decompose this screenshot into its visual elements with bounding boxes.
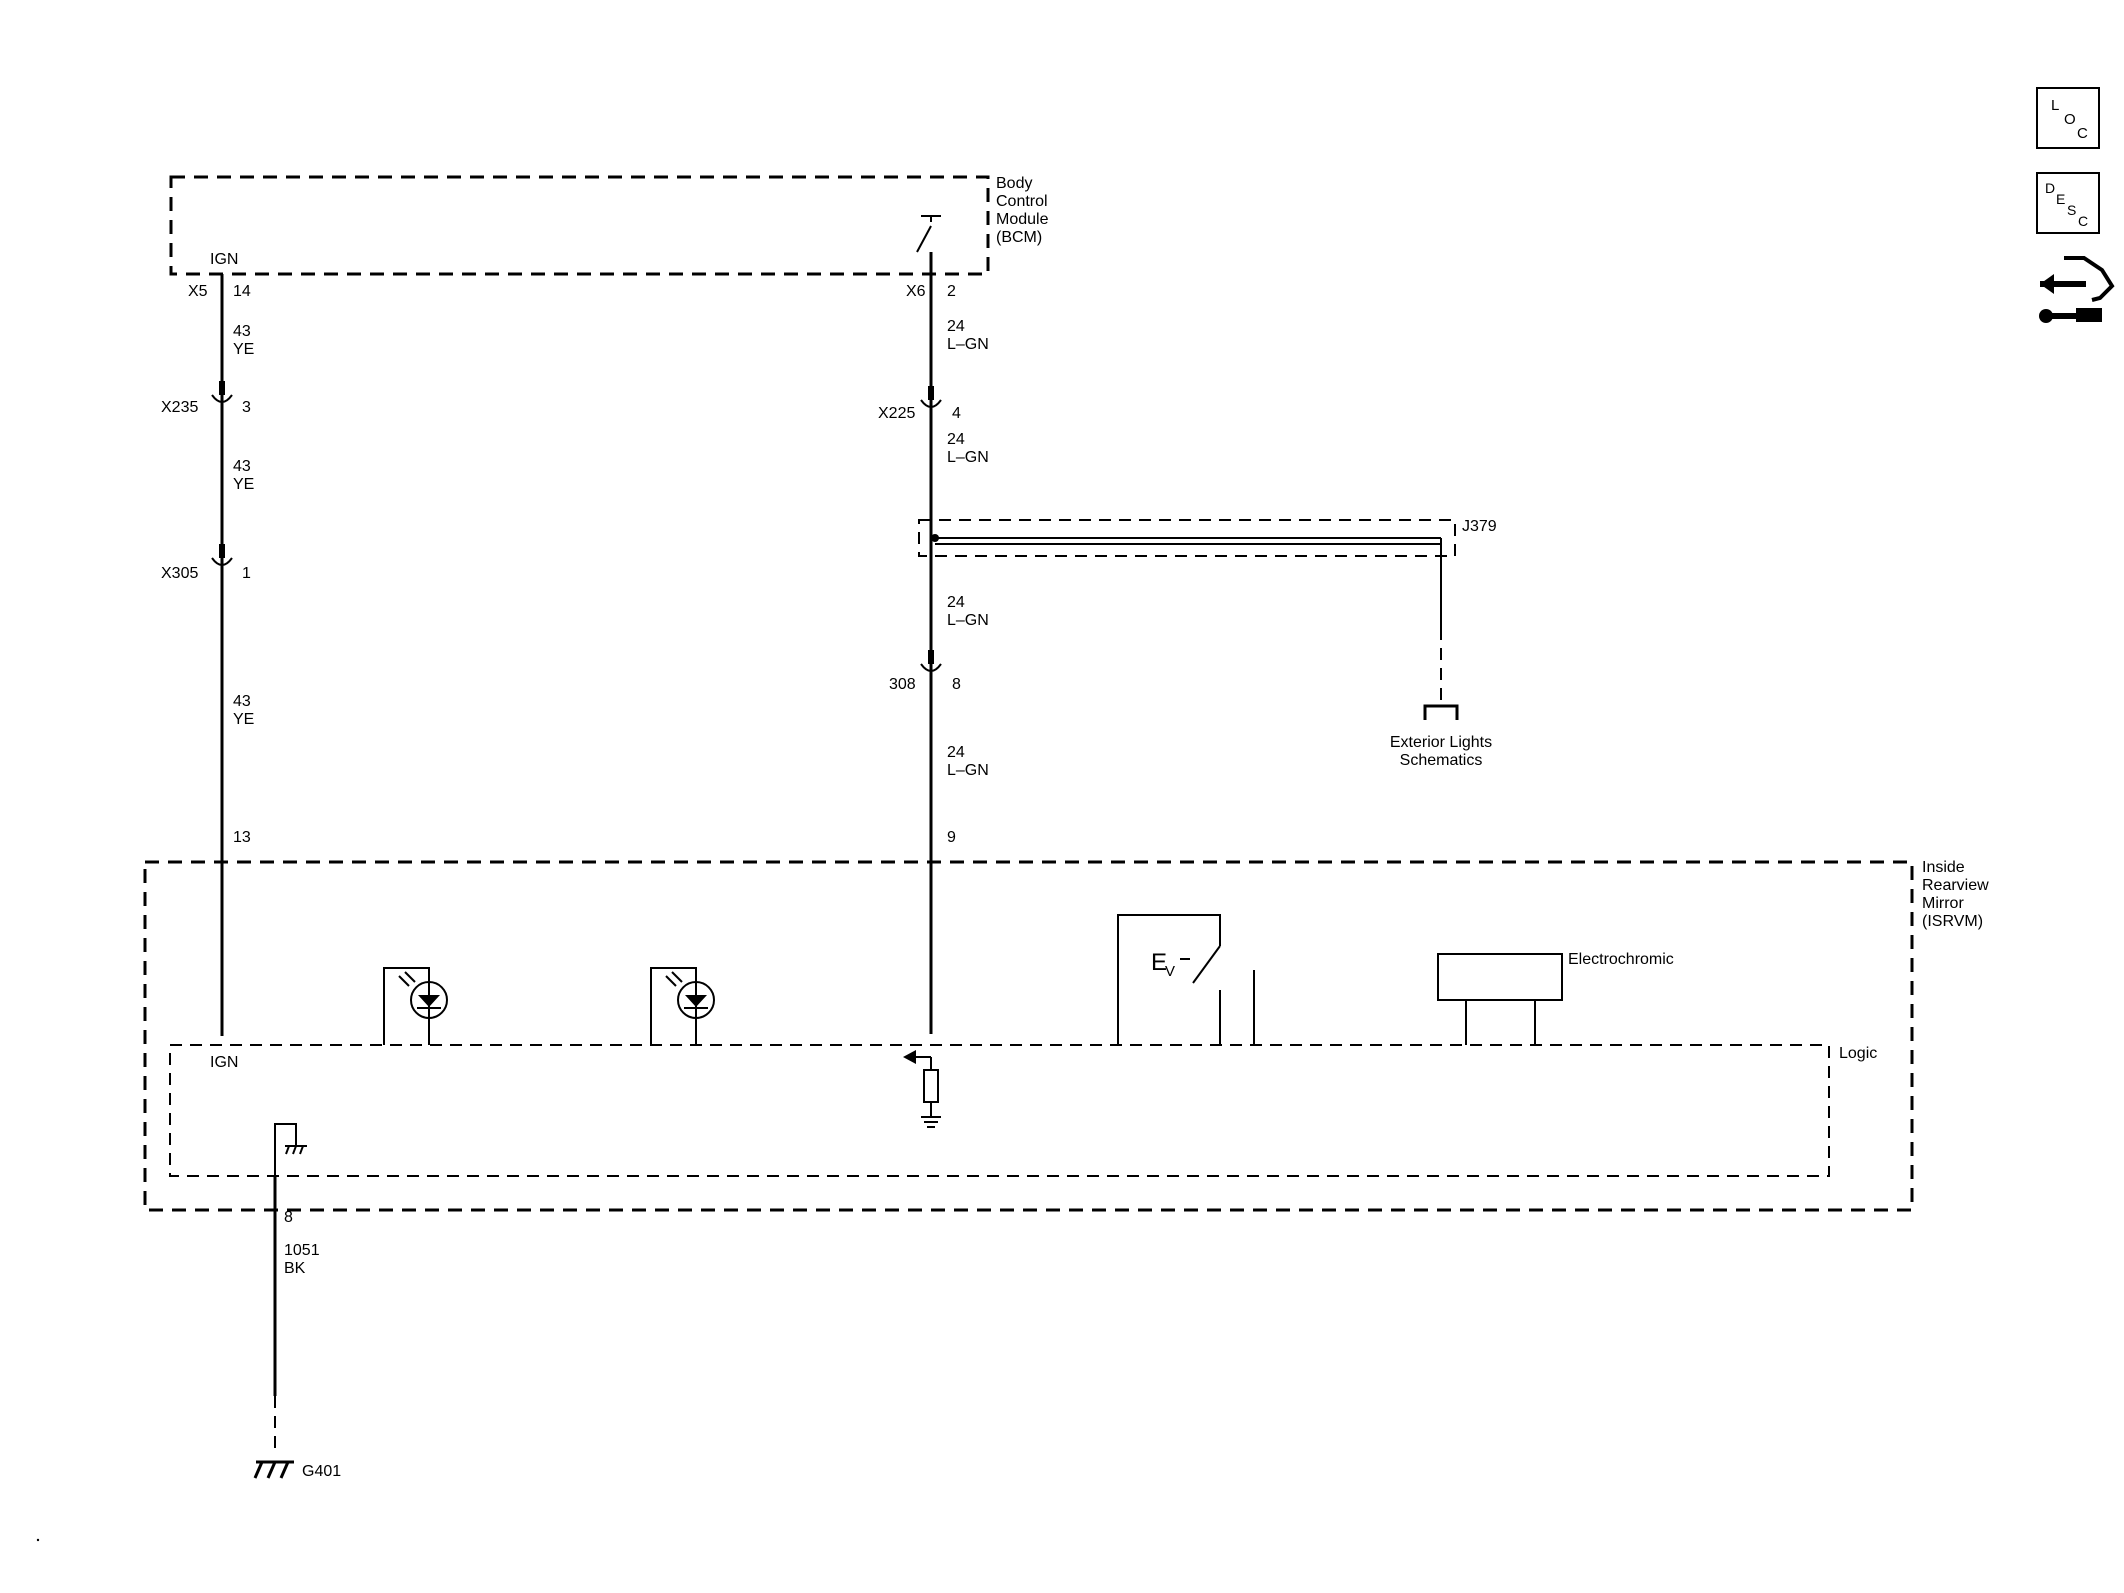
isrvm-pin9-label: 9: [947, 829, 956, 846]
electrochromic-label: Electrochromic: [1568, 951, 1674, 968]
c308-pin-label: 8: [952, 676, 961, 693]
c308-connector-label: 308: [889, 676, 916, 693]
bcm-name-line3: Module: [996, 211, 1049, 228]
x6-pin-label: 2: [947, 283, 956, 300]
j379-label: J379: [1462, 518, 1497, 535]
ground-wire-color: BK: [284, 1260, 306, 1277]
exterior-lights-line1: Exterior Lights: [1390, 734, 1492, 751]
bcm-name-line1: Body: [996, 175, 1032, 192]
g401-ground-icon: [253, 1460, 294, 1479]
exterior-lights-line2: Schematics: [1400, 752, 1483, 769]
left-wire1-number: 43: [233, 323, 251, 340]
isrvm-ign-label: IGN: [210, 1054, 238, 1071]
x6-connector-label: X6: [906, 283, 926, 300]
description-letter-e: E: [2056, 191, 2065, 207]
photodiode-sensor-1-icon: [383, 967, 448, 1045]
x235-pin-label: 3: [242, 399, 251, 416]
ground-pin-label: 8: [284, 1209, 293, 1226]
right-wire2-number: 24: [947, 431, 965, 448]
x225-connector-icon: [920, 386, 942, 408]
left-wire3-color: YE: [233, 711, 254, 728]
x235-connector-icon: [211, 381, 233, 403]
left-wire3-number: 43: [233, 693, 251, 710]
isrvm-name-line1: Inside: [1922, 859, 1965, 876]
x5-pin-label: 14: [233, 283, 251, 300]
isrvm-module-box: [143, 860, 1914, 1212]
logic-box: [169, 1044, 1830, 1177]
bcm-switch-icon: [916, 215, 941, 253]
left-wire2-number: 43: [233, 458, 251, 475]
description-letter-s: S: [2067, 202, 2076, 218]
c308-connector-icon: [920, 650, 942, 672]
connector-end-view-icon[interactable]: [2039, 256, 2115, 323]
ground-wire-number: 1051: [284, 1242, 320, 1259]
right-wire3-number: 24: [947, 594, 965, 611]
description-letter-c: C: [2078, 213, 2088, 229]
x235-connector-label: X235: [161, 399, 198, 416]
logic-label: Logic: [1839, 1045, 1877, 1062]
exterior-lights-connector-icon: [1423, 704, 1459, 720]
x225-connector-label: X225: [878, 405, 915, 422]
isrvm-pin13-label: 13: [233, 829, 251, 846]
svg-text:V: V: [1165, 963, 1175, 980]
x305-connector-icon: [211, 544, 233, 566]
right-wire3-color: L–GN: [947, 612, 989, 629]
logic-input-pulldown-icon: [903, 1050, 941, 1128]
location-letter-l: L: [2051, 97, 2059, 114]
g401-label: G401: [302, 1463, 341, 1480]
x5-connector-label: X5: [188, 283, 208, 300]
bcm-name-line4: (BCM): [996, 229, 1042, 246]
j379-splice-box: [918, 519, 1456, 557]
page-speck: [36, 1538, 40, 1542]
isrvm-name-line4: (ISRVM): [1922, 913, 1983, 930]
bcm-module-box: [169, 175, 990, 276]
electronic-switch-icon: E V: [1117, 914, 1255, 1045]
right-wire4-color: L–GN: [947, 762, 989, 779]
right-wire1-number: 24: [947, 318, 965, 335]
left-wire1-color: YE: [233, 341, 254, 358]
photodiode-sensor-2-icon: [650, 967, 715, 1045]
x305-pin-label: 1: [242, 565, 251, 582]
right-wire1-color: L–GN: [947, 336, 989, 353]
location-letter-o: O: [2064, 111, 2076, 128]
x305-connector-label: X305: [161, 565, 198, 582]
location-button[interactable]: L O C: [2036, 87, 2100, 149]
svg-text:E: E: [1151, 949, 1167, 976]
electrochromic-element-icon: [1437, 953, 1563, 1045]
x225-pin-label: 4: [952, 405, 961, 422]
description-letter-d: D: [2045, 180, 2055, 196]
isrvm-name-line2: Rearview: [1922, 877, 1989, 894]
bcm-ign-label: IGN: [210, 251, 238, 268]
bcm-name-line2: Control: [996, 193, 1048, 210]
right-wire2-color: L–GN: [947, 449, 989, 466]
description-button[interactable]: D E S C: [2036, 172, 2100, 234]
location-letter-c: C: [2077, 125, 2088, 142]
internal-ground-icon: [274, 1123, 307, 1176]
right-wire4-number: 24: [947, 744, 965, 761]
left-wire2-color: YE: [233, 476, 254, 493]
isrvm-name-line3: Mirror: [1922, 895, 1964, 912]
